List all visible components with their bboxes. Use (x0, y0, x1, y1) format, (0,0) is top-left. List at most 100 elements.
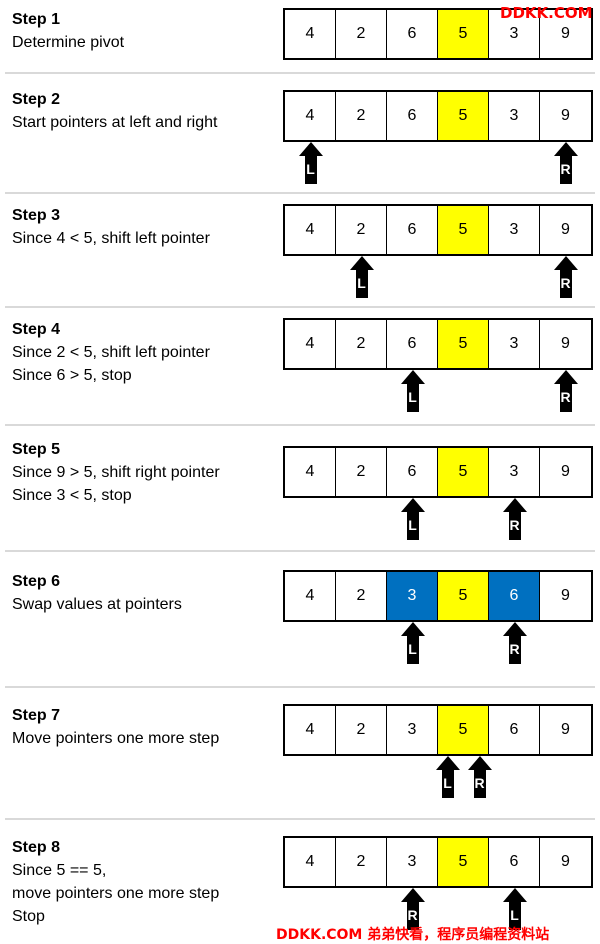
pointer-label: L (443, 775, 452, 791)
array-cell: 4 (285, 206, 336, 254)
pointer-arrow-r: R (467, 756, 492, 798)
up-arrow-icon (502, 498, 527, 540)
array-cell: 9 (540, 572, 591, 620)
pointer-label: L (306, 161, 315, 177)
array-cell: 2 (336, 448, 387, 496)
step-divider (5, 306, 595, 308)
array-cell: 9 (540, 320, 591, 368)
array-cell: 3 (489, 320, 540, 368)
step-text-line: Since 2 < 5, shift left pointer (12, 344, 210, 361)
up-arrow-icon (435, 756, 460, 798)
up-arrow-icon (298, 142, 323, 184)
pointer-arrow-r: R (553, 370, 578, 412)
array-cell: 2 (336, 320, 387, 368)
pointer-arrow-l: L (435, 756, 460, 798)
array-cell: 3 (489, 206, 540, 254)
pivot-cell: 5 (438, 706, 489, 754)
pointer-label: L (408, 641, 417, 657)
step-text-line: Since 5 == 5, (12, 862, 107, 879)
array-cell: 4 (285, 448, 336, 496)
watermark-bottom: DDKK.COM 弟弟快看，程序员编程资料站 (276, 927, 550, 943)
step-title: Step 3 (12, 207, 61, 224)
array-cell: 9 (540, 838, 591, 886)
pointer-label: R (509, 517, 520, 533)
array-cell: 4 (285, 320, 336, 368)
array-cell: 6 (387, 206, 438, 254)
step-divider (5, 72, 595, 74)
up-arrow-icon (400, 370, 425, 412)
pointer-label: R (474, 775, 485, 791)
step-text-line: move pointers one more step (12, 885, 220, 902)
array-cell: 9 (540, 92, 591, 140)
step-title: Step 4 (12, 321, 61, 338)
array-cell: 4 (285, 572, 336, 620)
step-divider (5, 550, 595, 552)
array-cell: 6 (387, 92, 438, 140)
up-arrow-icon (553, 370, 578, 412)
step-title: Step 5 (12, 441, 61, 458)
up-arrow-icon (502, 622, 527, 664)
pointer-arrow-r: R (553, 142, 578, 184)
array-cell: 3 (489, 10, 540, 58)
pointer-label: L (357, 275, 366, 291)
step-text-line: Start pointers at left and right (12, 114, 218, 131)
pointer-arrow-r: R (502, 498, 527, 540)
up-arrow-icon (553, 256, 578, 298)
array-cell: 6 (489, 838, 540, 886)
pointer-arrow-l: L (298, 142, 323, 184)
array-cell: 6 (489, 572, 540, 620)
array-cell: 2 (336, 572, 387, 620)
step-text-line: Since 9 > 5, shift right pointer (12, 464, 220, 481)
array-cell: 3 (489, 92, 540, 140)
pointer-arrow-l: L (400, 622, 425, 664)
pointer-label: L (408, 389, 417, 405)
array-cell: 6 (387, 10, 438, 58)
array-cell: 9 (540, 10, 591, 58)
pointer-arrow-r: R (502, 622, 527, 664)
array-cell: 4 (285, 10, 336, 58)
array-cell: 2 (336, 206, 387, 254)
step-text-line: Since 6 > 5, stop (12, 367, 132, 384)
pivot-cell: 5 (438, 320, 489, 368)
step-text-line: Swap values at pointers (12, 596, 182, 613)
array-cell: 3 (387, 572, 438, 620)
pointer-arrow-l: L (349, 256, 374, 298)
array-cell: 4 (285, 92, 336, 140)
step-block: Step 8 Since 5 == 5, move pointers one mor… (0, 836, 600, 930)
pointer-arrow-l: L (400, 498, 425, 540)
up-arrow-icon (400, 622, 425, 664)
up-arrow-icon (467, 756, 492, 798)
array-cell: 9 (540, 206, 591, 254)
array-cell: 3 (387, 838, 438, 886)
pivot-cell: 5 (438, 10, 489, 58)
step-divider (5, 818, 595, 820)
pointer-arrow-r: R (553, 256, 578, 298)
step-divider (5, 424, 595, 426)
array-cell: 9 (540, 448, 591, 496)
array-cell: 3 (387, 706, 438, 754)
step-title: Step 8 (12, 839, 61, 856)
step-title: Step 2 (12, 91, 61, 108)
step-text-line: Determine pivot (12, 34, 125, 51)
pivot-cell: 5 (438, 572, 489, 620)
step-text-line: Move pointers one more step (12, 730, 220, 747)
array-cell: 2 (336, 10, 387, 58)
array-cell: 6 (387, 320, 438, 368)
pivot-cell: 5 (438, 206, 489, 254)
